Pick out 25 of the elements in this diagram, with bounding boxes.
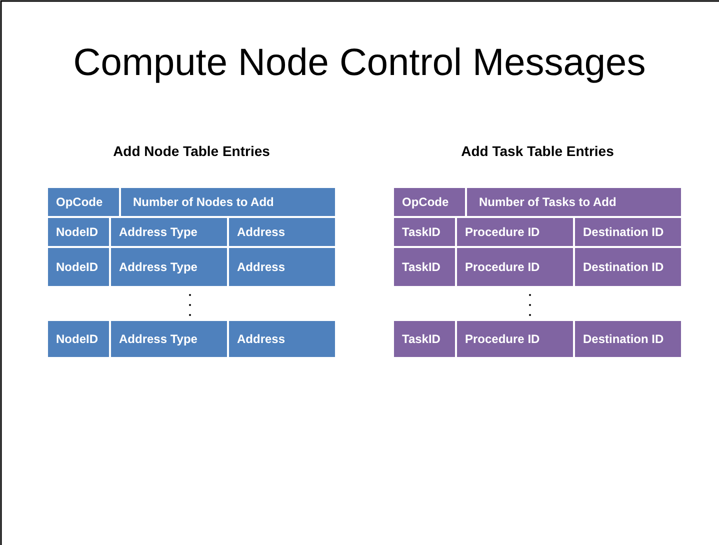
table-cell: TaskID [393, 247, 456, 287]
table-cell: Destination ID [574, 217, 682, 247]
table-cell: NodeID [47, 217, 110, 247]
table-cell: TaskID [393, 320, 456, 358]
header-cell: Number of Tasks to Add [466, 187, 682, 217]
table-cell: Address [228, 217, 336, 247]
table-cell: NodeID [47, 247, 110, 287]
table-cell: Address [228, 320, 336, 358]
slide-title: Compute Node Control Messages [72, 41, 647, 86]
table-cell: Address Type [110, 320, 228, 358]
table-cell: Destination ID [574, 320, 682, 358]
table-heading: Add Node Table Entries [112, 143, 271, 159]
table-cell: TaskID [393, 217, 456, 247]
table-cell: NodeID [47, 320, 110, 358]
table-cell: Address [228, 247, 336, 287]
header-cell: Number of Nodes to Add [120, 187, 336, 217]
table-cell: Procedure ID [456, 247, 574, 287]
table-cell: Procedure ID [456, 217, 574, 247]
table-cell: Address Type [110, 247, 228, 287]
header-cell: OpCode [393, 187, 466, 217]
header-cell: OpCode [47, 187, 120, 217]
table-cell: Procedure ID [456, 320, 574, 358]
table-cell: Address Type [110, 217, 228, 247]
table-cell: Destination ID [574, 247, 682, 287]
table-heading: Add Task Table Entries [460, 143, 615, 159]
